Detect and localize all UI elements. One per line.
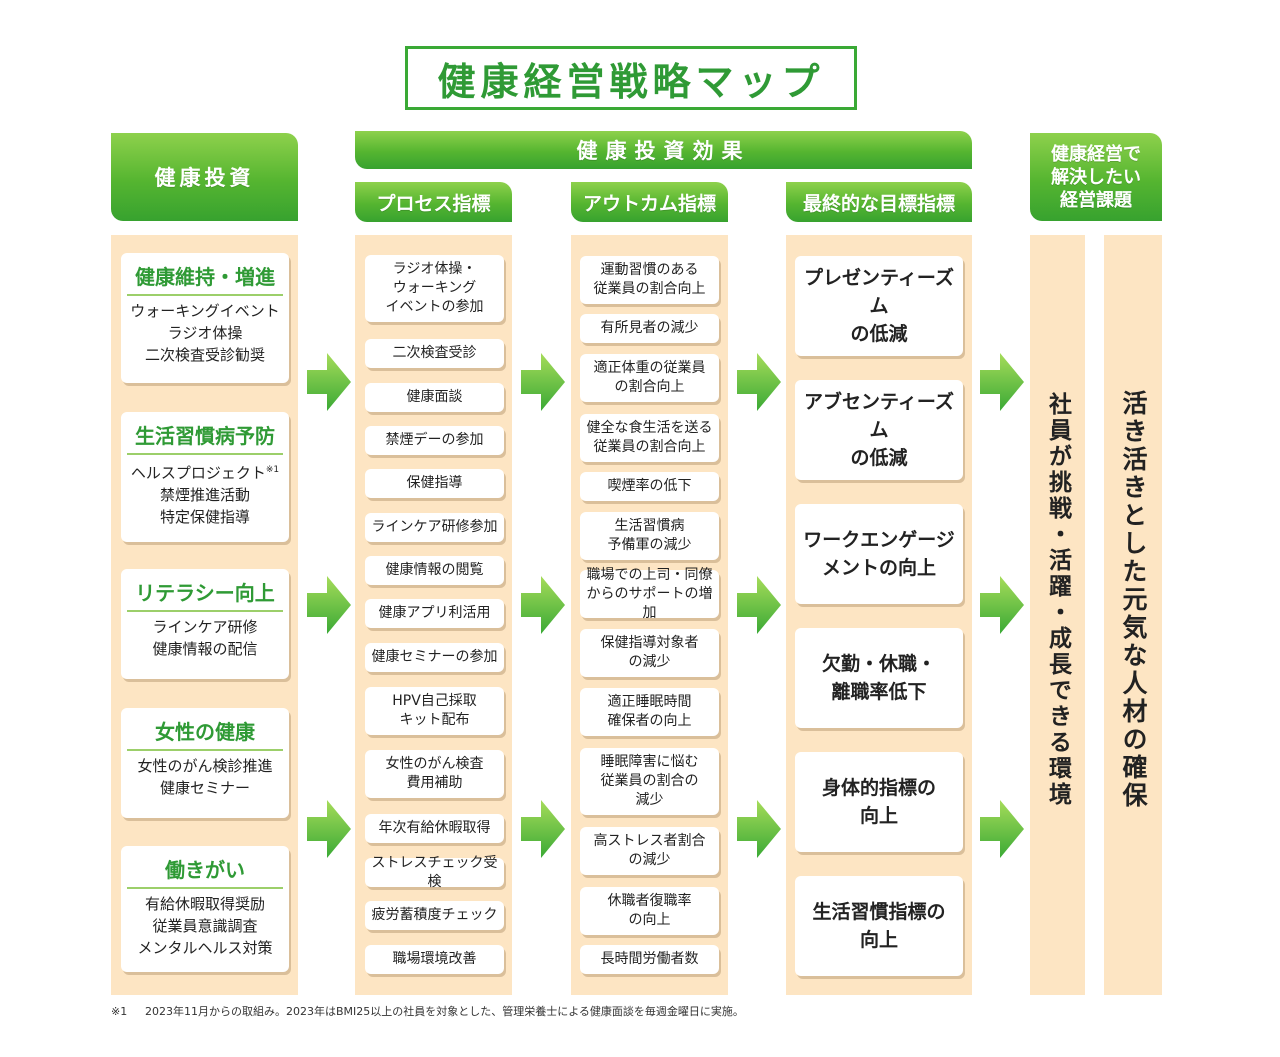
arrow-right-icon (307, 353, 351, 411)
process-item: ラジオ体操・ウォーキングイベントの参加 (365, 255, 504, 322)
outcome-item: 生活習慣病予備軍の減少 (580, 512, 719, 560)
outcome-item: 有所見者の減少 (580, 314, 719, 343)
arrow-right-icon (307, 800, 351, 858)
outcome-item: 睡眠障害に悩む従業員の割合の減少 (580, 748, 719, 815)
header-issue: 健康経営で 解決したい 経営課題 (1030, 133, 1162, 221)
outcome-item: 休職者復職率の向上 (580, 887, 719, 935)
investment-card: 生活習慣病予防 ヘルスプロジェクト※1 禁煙推進活動 特定保健指導 (121, 412, 289, 542)
outcome-item: 健全な食生活を送る従業員の割合向上 (580, 414, 719, 462)
final-goal-item: 生活習慣指標の向上 (795, 876, 963, 976)
goal-column-1 (1030, 235, 1085, 995)
process-item: 年次有給休暇取得 (365, 814, 504, 843)
process-item: 女性のがん検査費用補助 (365, 750, 504, 798)
process-item: 二次検査受診 (365, 339, 504, 368)
outcome-item: 職場での上司・同僚からのサポートの増加 (580, 567, 719, 621)
arrow-right-icon (980, 800, 1024, 858)
process-item: 職場環境改善 (365, 945, 504, 974)
outcome-item: 適正睡眠時間確保者の向上 (580, 688, 719, 736)
arrow-right-icon (521, 800, 565, 858)
outcome-item: 保健指導対象者の減少 (580, 629, 719, 677)
goal-text-environment: 社員が挑戦・活躍・成長できる環境 (1044, 392, 1071, 808)
outcome-item: 高ストレス者割合の減少 (580, 827, 719, 875)
process-item: 健康セミナーの参加 (365, 643, 504, 672)
process-item: 健康面談 (365, 383, 504, 412)
arrow-right-icon (980, 576, 1024, 634)
final-goal-item: 欠勤・休職・離職率低下 (795, 628, 963, 728)
investment-card: 健康維持・増進 ウォーキングイベント ラジオ体操 二次検査受診勧奨 (121, 253, 289, 383)
arrow-right-icon (521, 353, 565, 411)
header-outcome: アウトカム指標 (571, 182, 728, 222)
goal-text-talent: 活き活きとした元気な人材の確保 (1119, 390, 1148, 810)
process-item: HPV自己採取キット配布 (365, 687, 504, 735)
header-effect: 健康投資効果 (355, 131, 972, 169)
outcome-item: 運動習慣のある従業員の割合向上 (580, 256, 719, 304)
arrow-right-icon (980, 353, 1024, 411)
arrow-right-icon (737, 800, 781, 858)
outcome-item: 適正体重の従業員の割合向上 (580, 354, 719, 402)
process-item: ストレスチェック受検 (365, 855, 504, 890)
process-item: 疲労蓄積度チェック (365, 901, 504, 930)
arrow-right-icon (737, 353, 781, 411)
investment-card: 女性の健康 女性のがん検診推進 健康セミナー (121, 708, 289, 818)
arrow-right-icon (521, 576, 565, 634)
arrow-right-icon (307, 576, 351, 634)
final-goal-item: 身体的指標の向上 (795, 752, 963, 852)
final-goal-item: プレゼンティーズムの低減 (795, 256, 963, 356)
header-final: 最終的な目標指標 (786, 182, 972, 222)
outcome-item: 喫煙率の低下 (580, 472, 719, 501)
goal-column-2 (1104, 235, 1162, 995)
arrow-right-icon (737, 576, 781, 634)
process-item: 禁煙デーの参加 (365, 426, 504, 455)
page-title: 健康経営戦略マップ (405, 46, 857, 110)
outcome-item: 長時間労働者数 (580, 945, 719, 974)
process-item: 健康情報の閲覧 (365, 556, 504, 585)
final-goal-item: ワークエンゲージメントの向上 (795, 504, 963, 604)
header-process: プロセス指標 (355, 182, 512, 222)
process-item: ラインケア研修参加 (365, 513, 504, 542)
process-item: 健康アプリ利活用 (365, 599, 504, 628)
process-item: 保健指導 (365, 469, 504, 498)
investment-card: リテラシー向上 ラインケア研修 健康情報の配信 (121, 569, 289, 679)
header-investment: 健康投資 (111, 133, 298, 221)
final-goal-item: アブセンティーズムの低減 (795, 380, 963, 480)
investment-card: 働きがい 有給休暇取得奨励 従業員意識調査 メンタルヘルス対策 (121, 846, 289, 972)
final-column (786, 235, 972, 995)
